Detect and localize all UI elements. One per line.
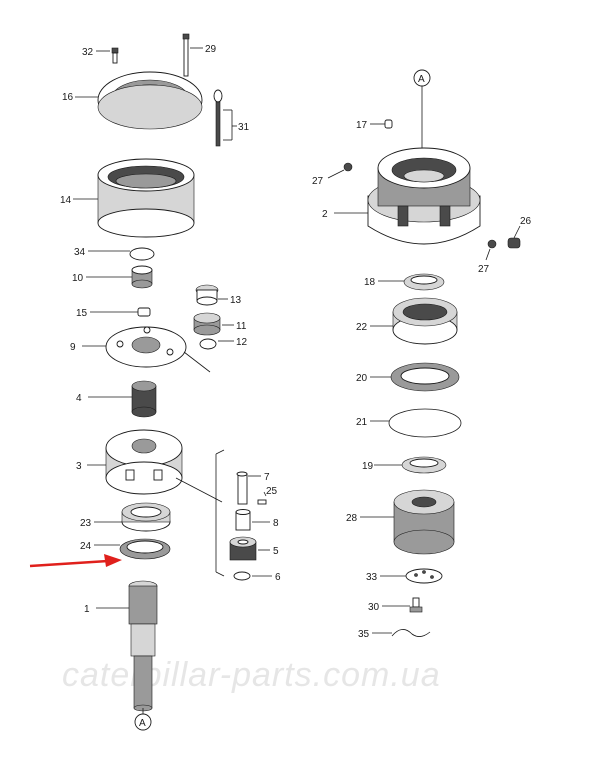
- callout-12[interactable]: 12: [236, 337, 248, 348]
- callout-20[interactable]: 20: [356, 373, 368, 384]
- marker-a-bottom: [134, 713, 152, 731]
- part-9-carrier-plate: [105, 326, 187, 368]
- callout-11[interactable]: 11: [236, 321, 247, 332]
- part-31-dipstick: [213, 89, 223, 147]
- callout-31[interactable]: 31: [238, 122, 250, 133]
- part-24-seal: [119, 538, 171, 560]
- part-8-bushing: [235, 509, 251, 531]
- part-11-gear: [193, 312, 221, 336]
- callout-22[interactable]: 22: [356, 322, 368, 333]
- part-29-bolt: [182, 33, 190, 77]
- part-34-snap-ring: [129, 247, 155, 261]
- callout-2[interactable]: 2: [322, 209, 328, 220]
- callout-33[interactable]: 33: [366, 572, 378, 583]
- part-3-carrier: [105, 429, 183, 495]
- callout-9[interactable]: 9: [70, 342, 76, 353]
- part-14-ring-gear: [97, 158, 195, 238]
- part-22-bearing: [392, 297, 458, 345]
- part-27b-plug: [487, 239, 497, 249]
- callout-4[interactable]: 4: [76, 393, 82, 404]
- part-33-plate: [405, 568, 443, 584]
- callout-18[interactable]: 18: [364, 277, 376, 288]
- part-7-pin: [236, 471, 248, 505]
- part-2-housing: [367, 147, 481, 245]
- part-28-pinion: [393, 489, 455, 555]
- callout-19[interactable]: 19: [362, 461, 374, 472]
- part-30-bolt: [409, 597, 423, 613]
- callout-16[interactable]: 16: [62, 92, 74, 103]
- part-25-spring-pin: [257, 499, 267, 505]
- part-1-shaft: [128, 580, 158, 712]
- callout-34[interactable]: 34: [74, 247, 86, 258]
- part-32-screw: [111, 47, 119, 64]
- callout-27b[interactable]: 27: [478, 264, 490, 275]
- highlight-arrow: [29, 554, 122, 568]
- callout-24[interactable]: 24: [80, 541, 92, 552]
- callout-15[interactable]: 15: [76, 308, 88, 319]
- callout-13[interactable]: 13: [230, 295, 242, 306]
- callout-30[interactable]: 30: [368, 602, 380, 613]
- callout-35[interactable]: 35: [358, 629, 370, 640]
- part-19-ring: [401, 456, 447, 474]
- callout-1[interactable]: 1: [84, 604, 90, 615]
- part-4-sun-gear: [131, 380, 157, 418]
- callout-17[interactable]: 17: [356, 120, 368, 131]
- part-18-ring: [403, 273, 445, 291]
- callout-3[interactable]: 3: [76, 461, 82, 472]
- callout-8[interactable]: 8: [273, 518, 279, 529]
- callout-5[interactable]: 5: [273, 546, 279, 557]
- part-5-planet-gear: [229, 536, 257, 561]
- part-23-bearing: [121, 502, 171, 532]
- callout-6[interactable]: 6: [275, 572, 281, 583]
- part-35-retainer: [391, 629, 431, 637]
- callout-21[interactable]: 21: [356, 417, 368, 428]
- part-20-seal: [390, 362, 460, 392]
- part-6-washer: [233, 571, 251, 581]
- part-16-ring: [97, 71, 203, 130]
- callout-29[interactable]: 29: [205, 44, 217, 55]
- callout-25[interactable]: 25: [266, 486, 278, 497]
- callout-23[interactable]: 23: [80, 518, 92, 529]
- callout-26[interactable]: 26: [520, 216, 532, 227]
- part-12-washer: [199, 338, 217, 350]
- watermark: caterpillar-parts.com.ua: [62, 656, 441, 694]
- part-27a-plug: [343, 162, 353, 172]
- part-13-cap: [195, 284, 219, 306]
- callout-28[interactable]: 28: [346, 513, 358, 524]
- callout-10[interactable]: 10: [72, 273, 84, 284]
- part-26-fitting: [507, 237, 521, 249]
- callout-32[interactable]: 32: [82, 47, 94, 58]
- callout-7[interactable]: 7: [264, 472, 270, 483]
- callout-14[interactable]: 14: [60, 195, 72, 206]
- marker-a-bottom-label: A: [139, 718, 146, 729]
- callout-27a[interactable]: 27: [312, 176, 324, 187]
- part-10-gear: [131, 265, 153, 289]
- part-21-o-ring: [388, 408, 462, 438]
- marker-a-top-label: A: [418, 74, 425, 85]
- part-17-plug: [384, 119, 393, 129]
- part-15-washer: [137, 307, 151, 317]
